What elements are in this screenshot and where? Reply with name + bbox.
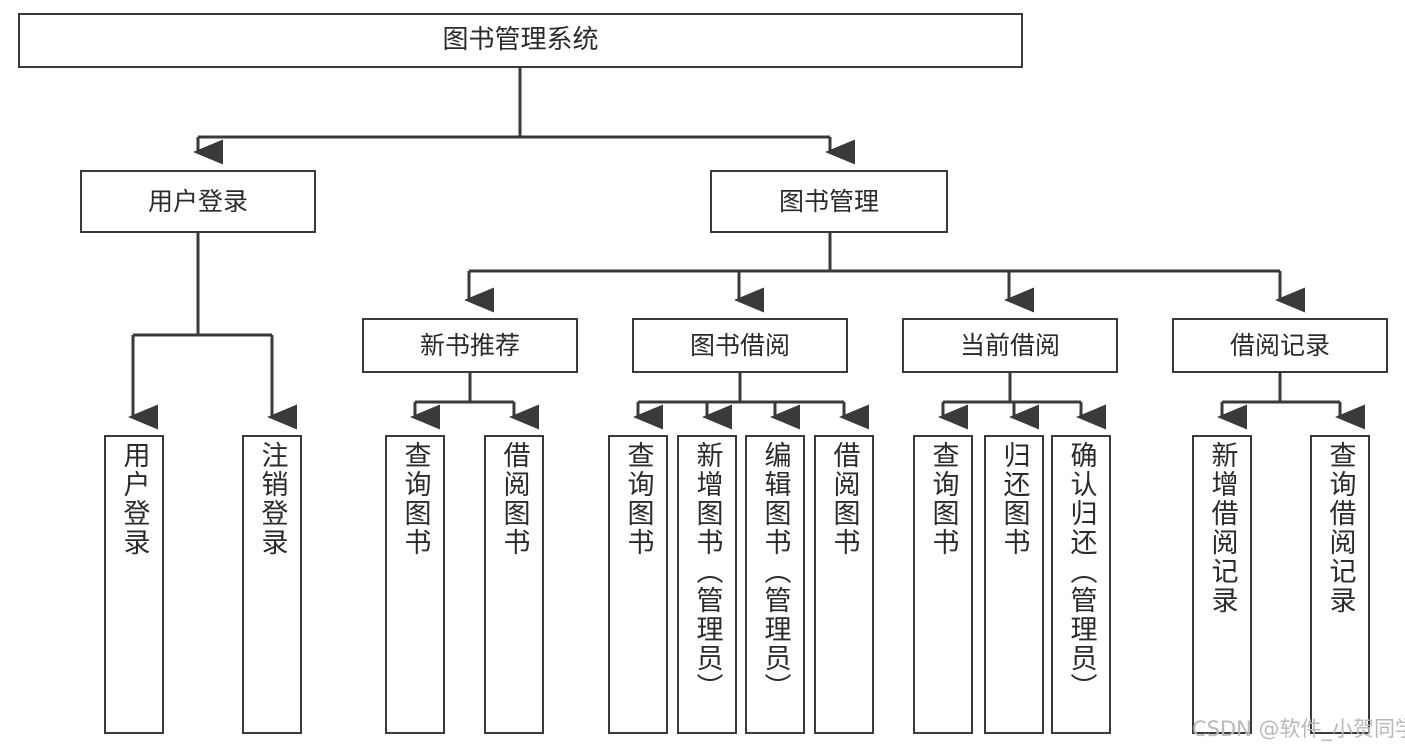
node-br-add-record[interactable]: 新增借阅记录: [1192, 435, 1252, 734]
node-borrow-record[interactable]: 借阅记录: [1172, 318, 1388, 373]
node-user-logout-label: 注销登录: [256, 441, 288, 557]
node-book-manage[interactable]: 图书管理: [710, 170, 948, 233]
node-cb-confirm-return[interactable]: 确认归还（管理员）: [1051, 435, 1111, 734]
node-user-login[interactable]: 用户登录: [80, 170, 316, 233]
node-bb-query-book-label: 查询图书: [622, 441, 654, 557]
node-book-borrow-label: 图书借阅: [689, 330, 790, 360]
node-bb-borrow-book-label: 借阅图书: [828, 441, 860, 557]
node-rec-query-book[interactable]: 查询图书: [385, 435, 445, 734]
node-br-query-record[interactable]: 查询借阅记录: [1310, 435, 1370, 734]
node-cb-return-book-label: 归还图书: [998, 441, 1030, 557]
node-new-book-rec[interactable]: 新书推荐: [362, 318, 578, 373]
node-bb-edit-book[interactable]: 编辑图书（管理员）: [745, 435, 805, 734]
node-br-query-record-label: 查询借阅记录: [1324, 441, 1356, 615]
node-user-login-do-label: 用户登录: [118, 441, 150, 557]
node-cb-return-book[interactable]: 归还图书: [984, 435, 1044, 734]
node-new-book-rec-label: 新书推荐: [419, 330, 520, 360]
node-user-login-label: 用户登录: [147, 186, 248, 216]
node-user-login-do[interactable]: 用户登录: [104, 435, 164, 734]
node-br-add-record-label: 新增借阅记录: [1206, 441, 1238, 615]
node-bb-edit-book-label: 编辑图书（管理员）: [759, 441, 791, 702]
node-cb-query-book-label: 查询图书: [927, 441, 959, 557]
node-book-borrow[interactable]: 图书借阅: [632, 318, 848, 373]
node-cb-query-book[interactable]: 查询图书: [913, 435, 973, 734]
node-user-logout[interactable]: 注销登录: [242, 435, 302, 734]
node-borrow-record-label: 借阅记录: [1229, 330, 1330, 360]
watermark: CSDN @软件_小贺同学: [1192, 717, 1405, 741]
node-bb-add-book-label: 新增图书（管理员）: [691, 441, 723, 702]
node-bb-add-book[interactable]: 新增图书（管理员）: [677, 435, 737, 734]
node-current-borrow[interactable]: 当前借阅: [902, 318, 1118, 373]
node-root[interactable]: 图书管理系统: [18, 13, 1023, 68]
node-cb-confirm-return-label: 确认归还（管理员）: [1065, 441, 1097, 702]
node-rec-query-book-label: 查询图书: [399, 441, 431, 557]
node-bb-query-book[interactable]: 查询图书: [608, 435, 668, 734]
node-book-manage-label: 图书管理: [778, 186, 879, 216]
node-root-label: 图书管理系统: [442, 25, 599, 56]
node-current-borrow-label: 当前借阅: [959, 330, 1060, 360]
node-rec-borrow-book-label: 借阅图书: [498, 441, 530, 557]
node-rec-borrow-book[interactable]: 借阅图书: [484, 435, 544, 734]
node-bb-borrow-book[interactable]: 借阅图书: [814, 435, 874, 734]
